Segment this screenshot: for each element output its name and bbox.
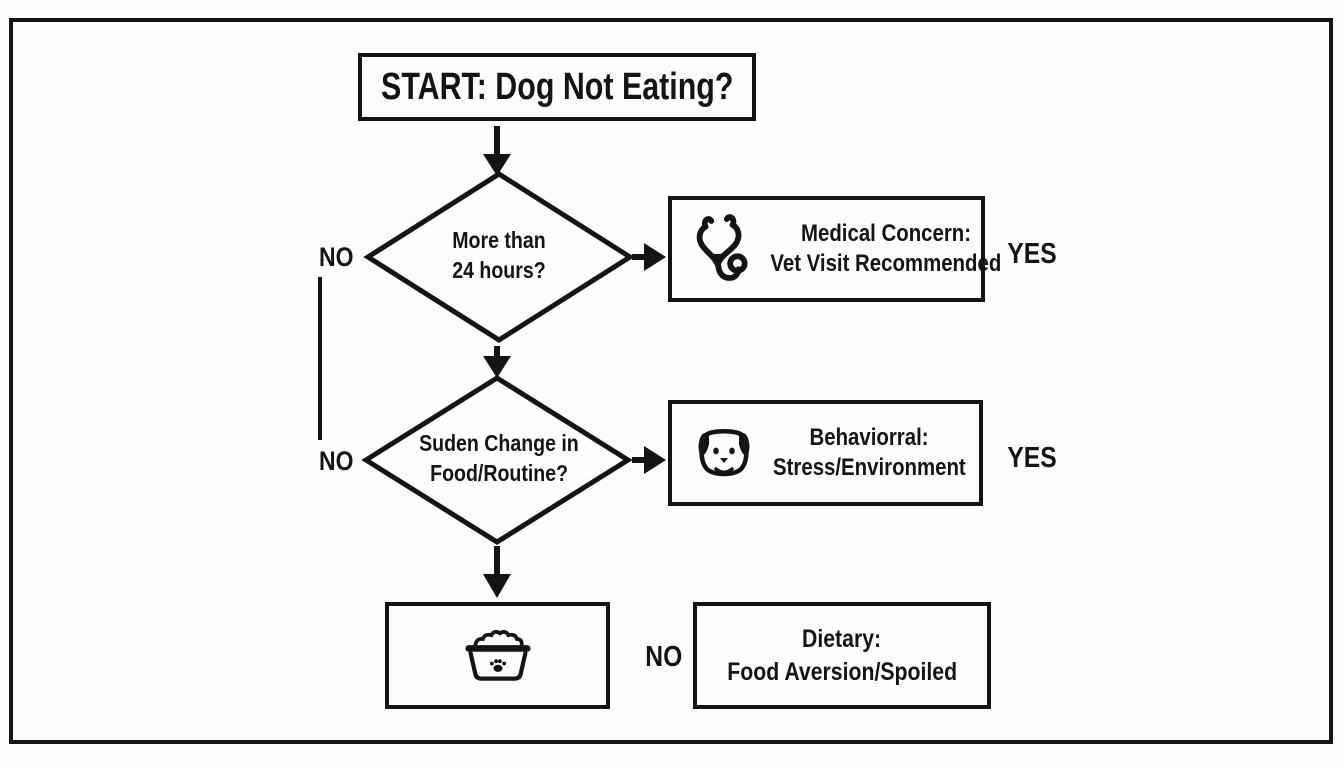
behavioral-outcome-subtitle: Stress/Environment [773, 454, 966, 481]
decision1-diamond [363, 171, 635, 343]
start-node: START: Dog Not Eating? [358, 53, 756, 121]
outer-border [9, 18, 1333, 744]
edge-label-no-3: NO [645, 641, 683, 673]
medical-outcome-node: Medical Concern: Vet Visit Recommended [668, 196, 1001, 302]
behavioral-outcome-text: Behaviorral: Stress/Environment [756, 423, 989, 483]
medical-outcome-title: Medical Concern: [800, 220, 971, 247]
dietary-outcome-node: Dietary: Food Aversion/Spoiled [693, 602, 991, 709]
arrowhead-decision1-to-decision2 [483, 356, 511, 378]
decision1-line2: 24 hours? [452, 256, 546, 283]
medical-outcome-text: Medical Concern: Vet Visit Recommended [750, 219, 1028, 279]
behavioral-outcome-node: Behaviorral: Stress/Environment [668, 400, 983, 506]
stethoscope-icon [696, 214, 748, 281]
decision1-node: More than 24 hours? [368, 226, 630, 286]
dog-face-icon [698, 429, 750, 477]
decision2-node: Suden Change in Food/Routine? [368, 429, 630, 489]
arrowhead-decision1-to-medical [644, 243, 666, 271]
decision1-line1: More than [452, 227, 546, 253]
start-label: START: Dog Not Eating? [380, 65, 734, 108]
dog-bowl-node [385, 602, 610, 709]
dietary-outcome-title: Dietary: [802, 625, 882, 653]
decision2-diamond [361, 375, 633, 545]
edge-label-no-2: NO [318, 446, 354, 476]
dietary-outcome-subtitle: Food Aversion/Spoiled [727, 657, 957, 686]
arrowhead-start-to-decision1 [483, 154, 511, 176]
decision2-line2: Food/Routine? [430, 459, 568, 486]
arrowhead-decision2-to-behavioral [644, 446, 666, 474]
decision2-line1: Suden Change in [419, 430, 579, 456]
edge-label-yes-1: YES [1007, 238, 1057, 270]
arrowhead-decision2-to-bowl [483, 574, 511, 598]
behavioral-outcome-title: Behaviorral: [809, 424, 929, 451]
paw-print [489, 658, 506, 672]
connectors [318, 126, 666, 598]
edge-label-yes-2: YES [1007, 442, 1057, 474]
medical-outcome-subtitle: Vet Visit Recommended [770, 250, 1002, 277]
edge-label-no-1: NO [318, 242, 354, 272]
dog-bowl-icon [464, 629, 531, 681]
dietary-outcome-text: Dietary: Food Aversion/Spoiled [707, 623, 977, 688]
